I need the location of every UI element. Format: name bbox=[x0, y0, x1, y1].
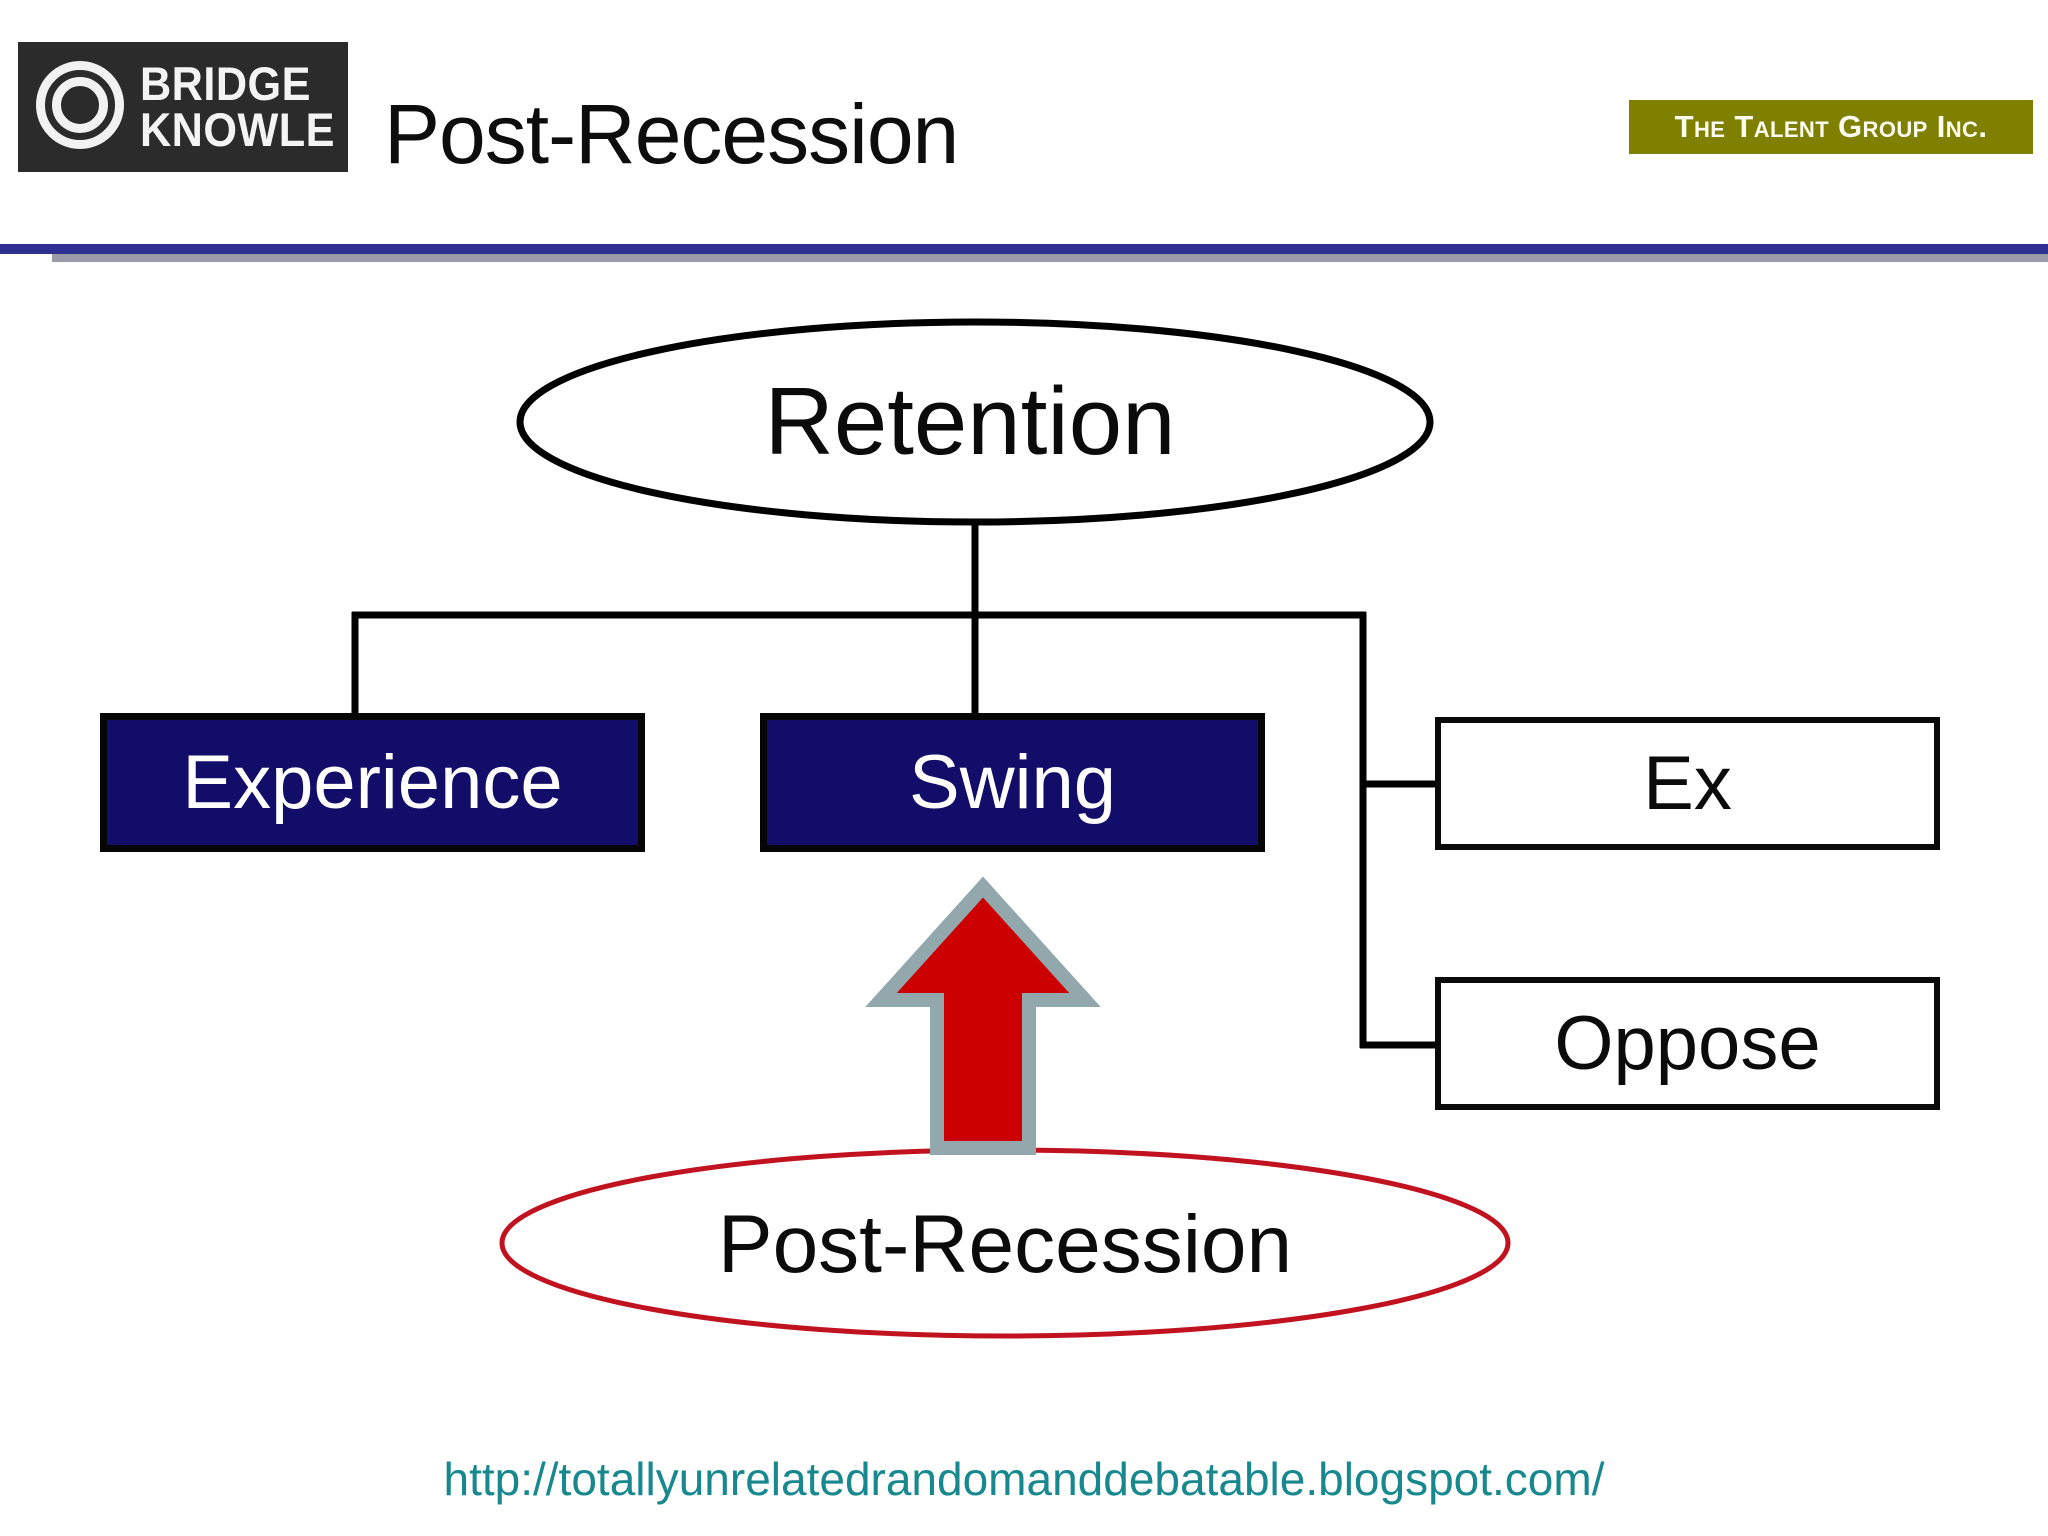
page-title: Post-Recession bbox=[384, 87, 959, 181]
node-oppose-label: Oppose bbox=[1554, 1001, 1821, 1086]
red-up-arrow[interactable] bbox=[865, 876, 1101, 1155]
double-ring-circle-icon bbox=[34, 59, 130, 155]
node-swing[interactable]: Swing bbox=[760, 713, 1265, 852]
node-experience-label: Experience bbox=[182, 740, 563, 825]
node-retention-label: Retention bbox=[764, 368, 1176, 475]
logo-wordmark: BRIDGE KNOWLE bbox=[140, 56, 352, 156]
talent-group-badge: The Talent Group Inc. bbox=[1629, 100, 2033, 154]
node-oppose[interactable]: Oppose bbox=[1435, 977, 1940, 1110]
header-divider-rule bbox=[0, 244, 2048, 254]
logo-ring-inner bbox=[52, 77, 108, 133]
node-ex-label: Ex bbox=[1643, 741, 1732, 826]
node-experience[interactable]: Experience bbox=[100, 713, 645, 852]
slide-header: BRIDGE KNOWLE Post-Recession The Talent … bbox=[0, 0, 2048, 262]
node-post-recession-label: Post-Recession bbox=[717, 1199, 1293, 1290]
connector-lines bbox=[351, 524, 1440, 1049]
logo-ring-outer bbox=[36, 61, 124, 149]
source-url-link[interactable]: http://totallyunrelatedrandomanddebatabl… bbox=[443, 1453, 1605, 1505]
talent-group-badge-label: The Talent Group Inc. bbox=[1674, 109, 1988, 144]
node-swing-label: Swing bbox=[909, 740, 1116, 825]
retention-ellipse-shape[interactable] bbox=[516, 318, 1434, 526]
logo-wordmark-line1: BRIDGE bbox=[140, 56, 311, 110]
logo-wordmark-line2: KNOWLE bbox=[140, 103, 335, 156]
node-retention[interactable]: Retention bbox=[520, 322, 1420, 522]
header-divider-shadow bbox=[52, 254, 2048, 262]
bridge-knowle-logo: BRIDGE KNOWLE bbox=[18, 42, 348, 172]
node-ex[interactable]: Ex bbox=[1435, 717, 1940, 850]
node-post-recession[interactable]: Post-Recession bbox=[500, 1150, 1510, 1340]
